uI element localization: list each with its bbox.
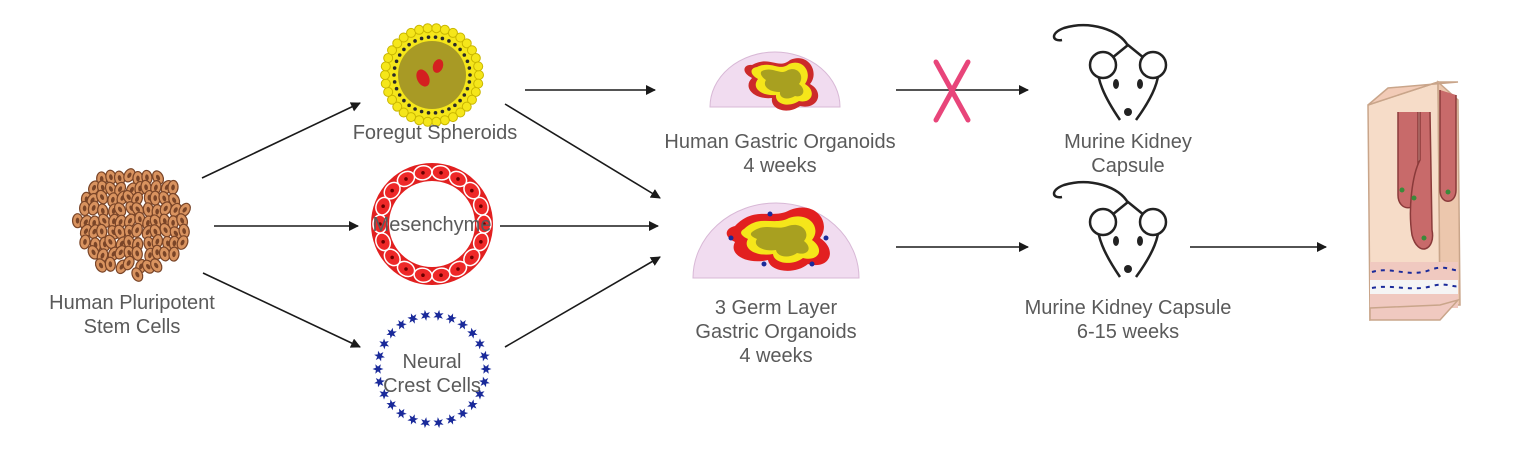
- label-hgo: Human Gastric Organoids 4 weeks: [664, 131, 896, 177]
- label-mesenchyme: Mesenchyme: [372, 214, 492, 236]
- flow-arrows: [201, 85, 1327, 348]
- label-kidney-bottom: Murine Kidney Capsule 6-15 weeks: [1024, 297, 1232, 343]
- arrow-stem-to-neural: [202, 272, 361, 348]
- label-neural-crest: Neural Crest Cells: [383, 351, 481, 397]
- label-foregut: Foregut Spheroids: [352, 122, 518, 144]
- label-kidney-top: Murine Kidney Capsule: [1064, 131, 1192, 177]
- cell-cluster-icon: [71, 168, 191, 282]
- stomach-tissue-icon: [1367, 80, 1461, 321]
- mouse-icon: [1052, 23, 1168, 121]
- arrow-foregut-to-germ3: [504, 103, 661, 199]
- arrow-neural-to-germ3: [504, 256, 661, 348]
- ring-icon: [371, 163, 493, 285]
- star-ring-icon: [372, 309, 492, 429]
- mouse-icon: [1052, 180, 1168, 278]
- organoid-icon: [692, 202, 860, 279]
- spheroid-icon: [380, 23, 484, 127]
- label-stem-cells: Human Pluripotent Stem Cells: [49, 292, 215, 338]
- arrow-stem-to-foregut: [201, 102, 361, 179]
- organoid-icon: [709, 51, 841, 111]
- x-mark-icon: [933, 59, 971, 123]
- label-germ3: 3 Germ Layer Gastric Organoids 4 weeks: [695, 297, 857, 367]
